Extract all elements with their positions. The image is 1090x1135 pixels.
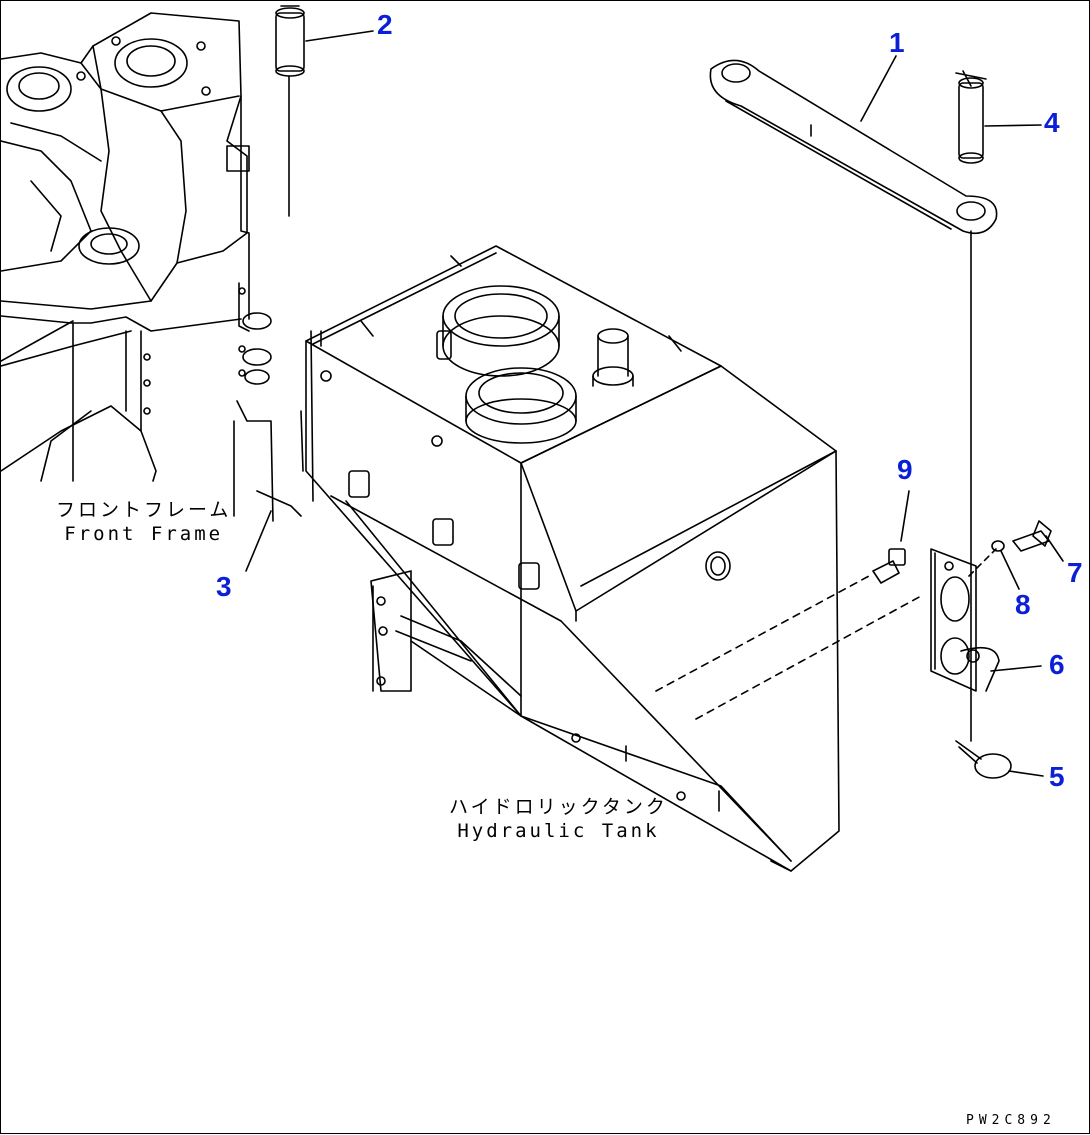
callout-9: 9 — [897, 454, 913, 485]
bracket-part-6 — [930, 548, 1042, 692]
front-frame-label-jp: フロントフレーム — [56, 499, 232, 521]
front-frame-label-en: Front Frame — [64, 522, 224, 545]
bolt-part-7 — [1012, 520, 1064, 562]
callout-7: 7 — [1067, 557, 1083, 588]
callout-3: 3 — [216, 571, 232, 602]
callout-8: 8 — [1015, 589, 1031, 620]
pin-part-5 — [955, 740, 1044, 779]
callout-6: 6 — [1049, 649, 1065, 680]
front-frame — [1, 12, 302, 522]
callout-5: 5 — [1049, 761, 1065, 792]
leader-part-3 — [245, 510, 272, 572]
hydraulic-tank-label-jp: ハイドロリックタンク — [449, 796, 668, 818]
drawing-code: PW2C892 — [966, 1113, 1056, 1128]
front-frame-label: フロントフレーム Front Frame — [56, 499, 231, 547]
callout-4: 4 — [1044, 107, 1060, 138]
hydraulic-tank — [300, 245, 840, 872]
hydraulic-tank-label: ハイドロリックタンク Hydraulic Tank — [449, 796, 668, 844]
hydraulic-tank-label-en: Hydraulic Tank — [457, 819, 660, 842]
pin-part-4 — [955, 70, 1042, 164]
pin-part-2 — [275, 5, 374, 217]
callout-2: 2 — [377, 9, 393, 40]
callout-1: 1 — [889, 27, 905, 58]
washer-part-8 — [968, 540, 1020, 590]
bolt-part-9 — [655, 490, 922, 720]
link-part-1 — [709, 55, 998, 742]
